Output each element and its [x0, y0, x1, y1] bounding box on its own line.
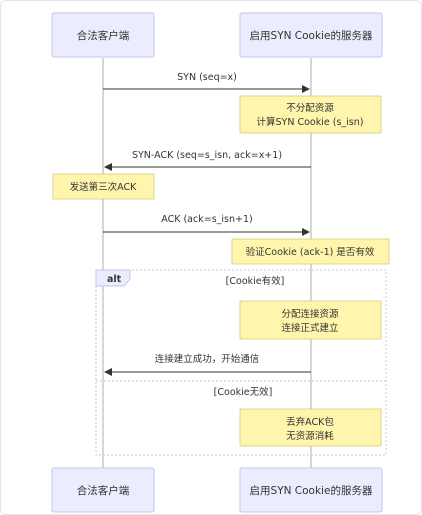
participant-client-bottom: 合法客户端	[51, 467, 155, 513]
note-no-allocation: 不分配资源 计算SYN Cookie (s_isn)	[239, 95, 382, 134]
participant-server-bottom: 启用SYN Cookie的服务器	[239, 467, 383, 513]
note-drop-ack: 丢弃ACK包 无资源消耗	[239, 408, 382, 447]
alt-fragment: alt [Cookie有效] [Cookie无效]	[95, 269, 387, 456]
participant-server-label: 启用SYN Cookie的服务器	[250, 29, 373, 42]
alt-condition-valid: [Cookie有效]	[226, 275, 285, 287]
note-allocate-line2: 连接正式建立	[281, 322, 338, 334]
note-verify-cookie: 验证Cookie (ack-1) 是否有效	[231, 238, 390, 265]
participant-client-top: 合法客户端	[51, 12, 155, 58]
participant-server-top: 启用SYN Cookie的服务器	[239, 12, 383, 58]
note-no-allocation-line2: 计算SYN Cookie (s_isn)	[257, 116, 364, 128]
alt-label: alt	[107, 274, 122, 285]
note-verify-cookie-label: 验证Cookie (ack-1) 是否有效	[246, 246, 375, 258]
note-no-allocation-line1: 不分配资源	[286, 103, 334, 114]
message-syn-label: SYN (seq=x)	[177, 72, 237, 83]
note-send-ack: 发送第三次ACK	[52, 173, 155, 200]
message-synack-label: SYN-ACK (seq=s_isn, ack=x+1)	[132, 150, 282, 161]
note-drop-line2: 无资源消耗	[286, 430, 334, 442]
note-send-ack-label: 发送第三次ACK	[70, 181, 137, 193]
note-drop-line1: 丢弃ACK包	[286, 416, 334, 428]
participant-client-bottom-label: 合法客户端	[77, 484, 130, 497]
message-ack-label: ACK (ack=s_isn+1)	[161, 214, 252, 225]
alt-condition-invalid: [Cookie无效]	[214, 386, 273, 398]
participant-server-bottom-label: 启用SYN Cookie的服务器	[250, 484, 373, 497]
participant-client-label: 合法客户端	[77, 29, 130, 42]
note-allocate-resources: 分配连接资源 连接正式建立	[239, 300, 382, 340]
message-established-label: 连接建立成功，开始通信	[155, 353, 260, 365]
note-allocate-line1: 分配连接资源	[281, 308, 339, 320]
